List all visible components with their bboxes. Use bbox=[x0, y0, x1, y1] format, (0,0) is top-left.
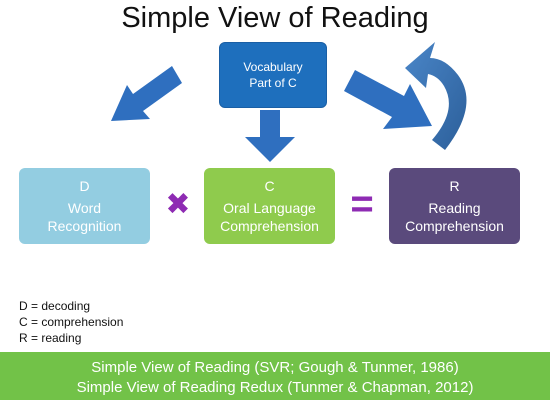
reading-comprehension-letter: R bbox=[449, 178, 460, 194]
arrow-to-word-recognition bbox=[111, 66, 182, 121]
page-title: Simple View of Reading bbox=[121, 2, 429, 34]
oral-language-letter: C bbox=[264, 178, 275, 194]
arrow-to-oral-language bbox=[245, 110, 295, 162]
word-recognition-line2: Recognition bbox=[47, 218, 122, 234]
oral-language-box: C Oral Language Comprehension bbox=[204, 168, 335, 244]
vocabulary-box: Vocabulary Part of C bbox=[219, 42, 327, 108]
word-recognition-letter: D bbox=[79, 178, 90, 194]
legend-item-decoding: D = decoding bbox=[19, 299, 91, 313]
legend-item-comprehension: C = comprehension bbox=[19, 315, 124, 329]
legend: D = decoding C = comprehension R = readi… bbox=[19, 298, 123, 346]
word-recognition-box: D Word Recognition bbox=[19, 168, 150, 244]
footer-citation-2: Simple View of Reading Redux (Tunmer & C… bbox=[76, 379, 474, 396]
arrow-to-reading-comprehension bbox=[344, 70, 432, 129]
equals-icon: = bbox=[350, 182, 374, 226]
reading-comprehension-line1: Reading bbox=[428, 200, 481, 216]
reading-comprehension-line2: Comprehension bbox=[405, 218, 504, 234]
multiply-icon: ✖ bbox=[165, 188, 191, 221]
vocabulary-label: Vocabulary bbox=[243, 60, 303, 74]
oral-language-line1: Oral Language bbox=[223, 200, 316, 216]
footer-banner: Simple View of Reading (SVR; Gough & Tun… bbox=[0, 352, 550, 400]
legend-item-reading: R = reading bbox=[19, 331, 82, 345]
oral-language-line2: Comprehension bbox=[220, 218, 319, 234]
word-recognition-line1: Word bbox=[67, 200, 102, 216]
vocabulary-sublabel: Part of C bbox=[249, 76, 297, 90]
footer-citation-1: Simple View of Reading (SVR; Gough & Tun… bbox=[91, 359, 459, 376]
reading-comprehension-box: R Reading Comprehension bbox=[389, 168, 520, 244]
curved-feedback-arrow bbox=[405, 42, 467, 150]
